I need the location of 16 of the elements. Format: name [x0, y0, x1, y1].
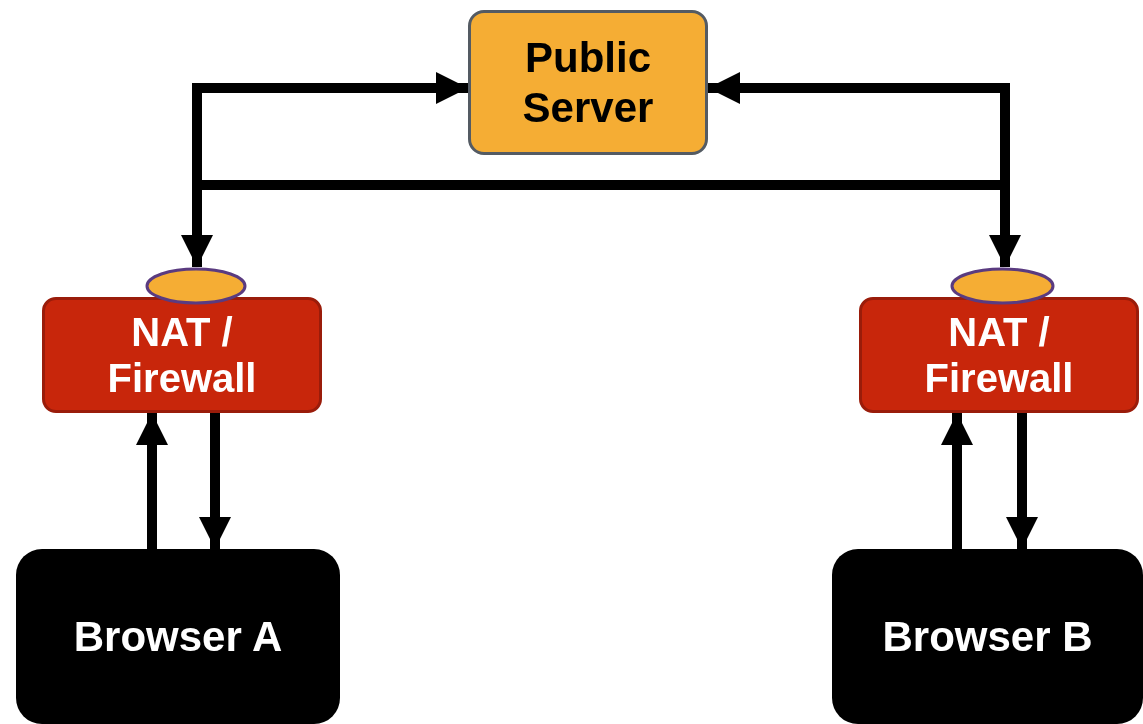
node-label: Public Server [521, 32, 655, 133]
arrow [941, 413, 973, 549]
node-label: NAT / Firewall [106, 309, 258, 401]
arrow [136, 413, 168, 549]
server-box [468, 10, 708, 155]
browser-box [832, 549, 1143, 724]
port-ellipse [950, 267, 1055, 305]
node-label: Browser A [73, 611, 283, 662]
firewall-box [42, 297, 322, 413]
browser-box [16, 549, 340, 724]
firewall-box [859, 297, 1139, 413]
port-ellipse [145, 267, 247, 305]
arrow [1006, 413, 1038, 549]
node-label: NAT / Firewall [923, 309, 1075, 401]
node-label: Browser B [882, 611, 1093, 662]
arrow [199, 413, 231, 549]
